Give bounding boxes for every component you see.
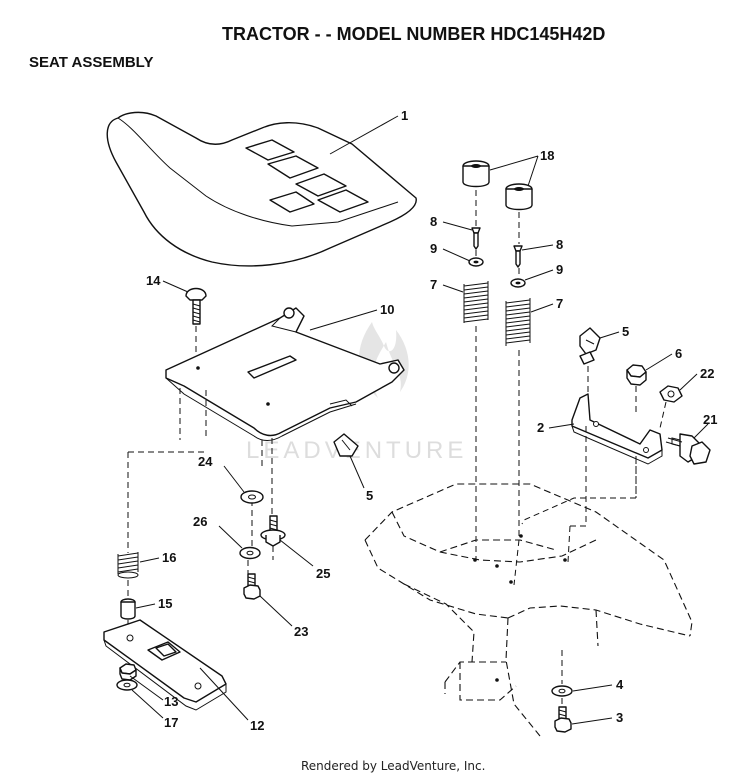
callout-8-left: 8	[430, 214, 437, 229]
seat[interactable]	[106, 111, 417, 267]
callout-21: 21	[703, 412, 717, 427]
page-title: TRACTOR - - MODEL NUMBER HDC145H42D	[222, 24, 606, 44]
spring-16[interactable]	[117, 552, 139, 579]
nut-top[interactable]	[626, 364, 647, 386]
callout-7-left: 7	[430, 277, 437, 292]
callout-6: 6	[675, 346, 682, 361]
lock-nut[interactable]	[659, 385, 683, 403]
washer-17[interactable]	[116, 679, 138, 691]
bolt-25[interactable]	[260, 515, 286, 547]
callout-13: 13	[164, 694, 178, 709]
leader-lines	[129, 115, 709, 725]
washer-left[interactable]	[468, 257, 484, 267]
clip-left[interactable]	[333, 433, 359, 457]
callout-1: 1	[401, 108, 408, 123]
callout-7-right: 7	[556, 296, 563, 311]
callout-17: 17	[164, 715, 178, 730]
bolt-3[interactable]	[554, 706, 572, 733]
bumper-right[interactable]	[505, 183, 533, 211]
callout-16: 16	[162, 550, 176, 565]
callout-15: 15	[158, 596, 172, 611]
nut-13[interactable]	[119, 663, 137, 681]
callout-22: 22	[700, 366, 714, 381]
bushing[interactable]	[120, 598, 136, 620]
callout-8-right: 8	[556, 237, 563, 252]
spring-right[interactable]	[505, 298, 531, 348]
callout-5-left: 5	[366, 488, 373, 503]
callout-5-right: 5	[622, 324, 629, 339]
section-title: SEAT ASSEMBLY	[29, 54, 154, 71]
seat-pan[interactable]	[165, 307, 405, 441]
clip-right[interactable]	[579, 327, 601, 365]
callout-25: 25	[316, 566, 330, 581]
callout-23: 23	[294, 624, 308, 639]
axis-line-right	[513, 212, 520, 586]
washer-right[interactable]	[510, 278, 526, 288]
callout-24: 24	[198, 454, 213, 469]
callout-9-left: 9	[430, 241, 437, 256]
callout-10: 10	[380, 302, 394, 317]
callout-labels: 1 18 8 8 9 9 7 7 14 10 5 6 22 2 21 24 5 …	[146, 108, 717, 733]
washer-24[interactable]	[240, 490, 264, 504]
callout-2: 2	[537, 420, 544, 435]
shoulder-bolt[interactable]	[665, 433, 711, 465]
washer-4[interactable]	[551, 685, 573, 697]
watermark-text: LEADVENTURE	[246, 437, 467, 464]
bracket[interactable]	[571, 393, 663, 465]
callout-18: 18	[540, 148, 554, 163]
spring-left[interactable]	[463, 281, 489, 323]
carriage-bolt[interactable]	[185, 287, 207, 325]
hex-bolt-23[interactable]	[243, 573, 261, 600]
callout-3: 3	[616, 710, 623, 725]
screw-right[interactable]	[513, 245, 523, 268]
callout-9-right: 9	[556, 262, 563, 277]
callout-4: 4	[616, 677, 624, 692]
callout-14: 14	[146, 273, 161, 288]
tractor-frame	[364, 483, 693, 737]
washer-26[interactable]	[239, 546, 261, 560]
callout-26: 26	[193, 514, 207, 529]
footer-credit: Rendered by LeadVenture, Inc.	[301, 759, 486, 773]
callout-12: 12	[250, 718, 264, 733]
bumper-left[interactable]	[462, 160, 490, 188]
slide-plate[interactable]	[103, 619, 227, 711]
screw-left[interactable]	[471, 227, 481, 250]
